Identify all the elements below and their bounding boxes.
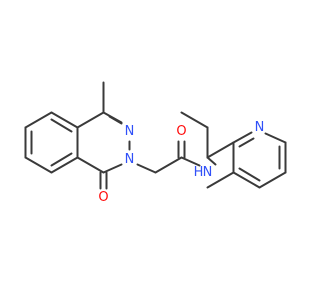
bond xyxy=(180,156,201,167)
bond xyxy=(24,156,53,174)
bond xyxy=(258,171,287,189)
atom-label-n: N xyxy=(255,120,265,135)
structure-canvas: N N O O N H N xyxy=(24,81,287,205)
bond xyxy=(238,137,255,148)
bond xyxy=(50,152,73,167)
bond xyxy=(232,131,253,144)
bond xyxy=(238,167,261,182)
atom-label-o: O xyxy=(98,190,108,205)
atom-label-n: N xyxy=(125,152,135,167)
bond xyxy=(206,156,217,166)
bond xyxy=(264,132,287,144)
bond xyxy=(206,141,235,159)
bond xyxy=(50,156,79,174)
bond xyxy=(108,115,123,125)
bond xyxy=(76,111,105,129)
bond xyxy=(136,163,157,174)
molecule-structure: N N O O N H N xyxy=(24,81,287,205)
bond xyxy=(24,111,53,129)
atom-label-h: H xyxy=(194,165,204,180)
atom-label-n: N xyxy=(125,124,135,139)
bond xyxy=(232,171,261,189)
bond xyxy=(154,156,183,174)
atom-label-n: N xyxy=(203,165,213,180)
bond xyxy=(206,171,235,189)
bond xyxy=(50,118,73,133)
bond xyxy=(50,111,79,129)
bond xyxy=(180,111,209,129)
bond xyxy=(76,156,105,174)
atom-label-o: O xyxy=(176,124,186,139)
bond xyxy=(102,163,123,174)
